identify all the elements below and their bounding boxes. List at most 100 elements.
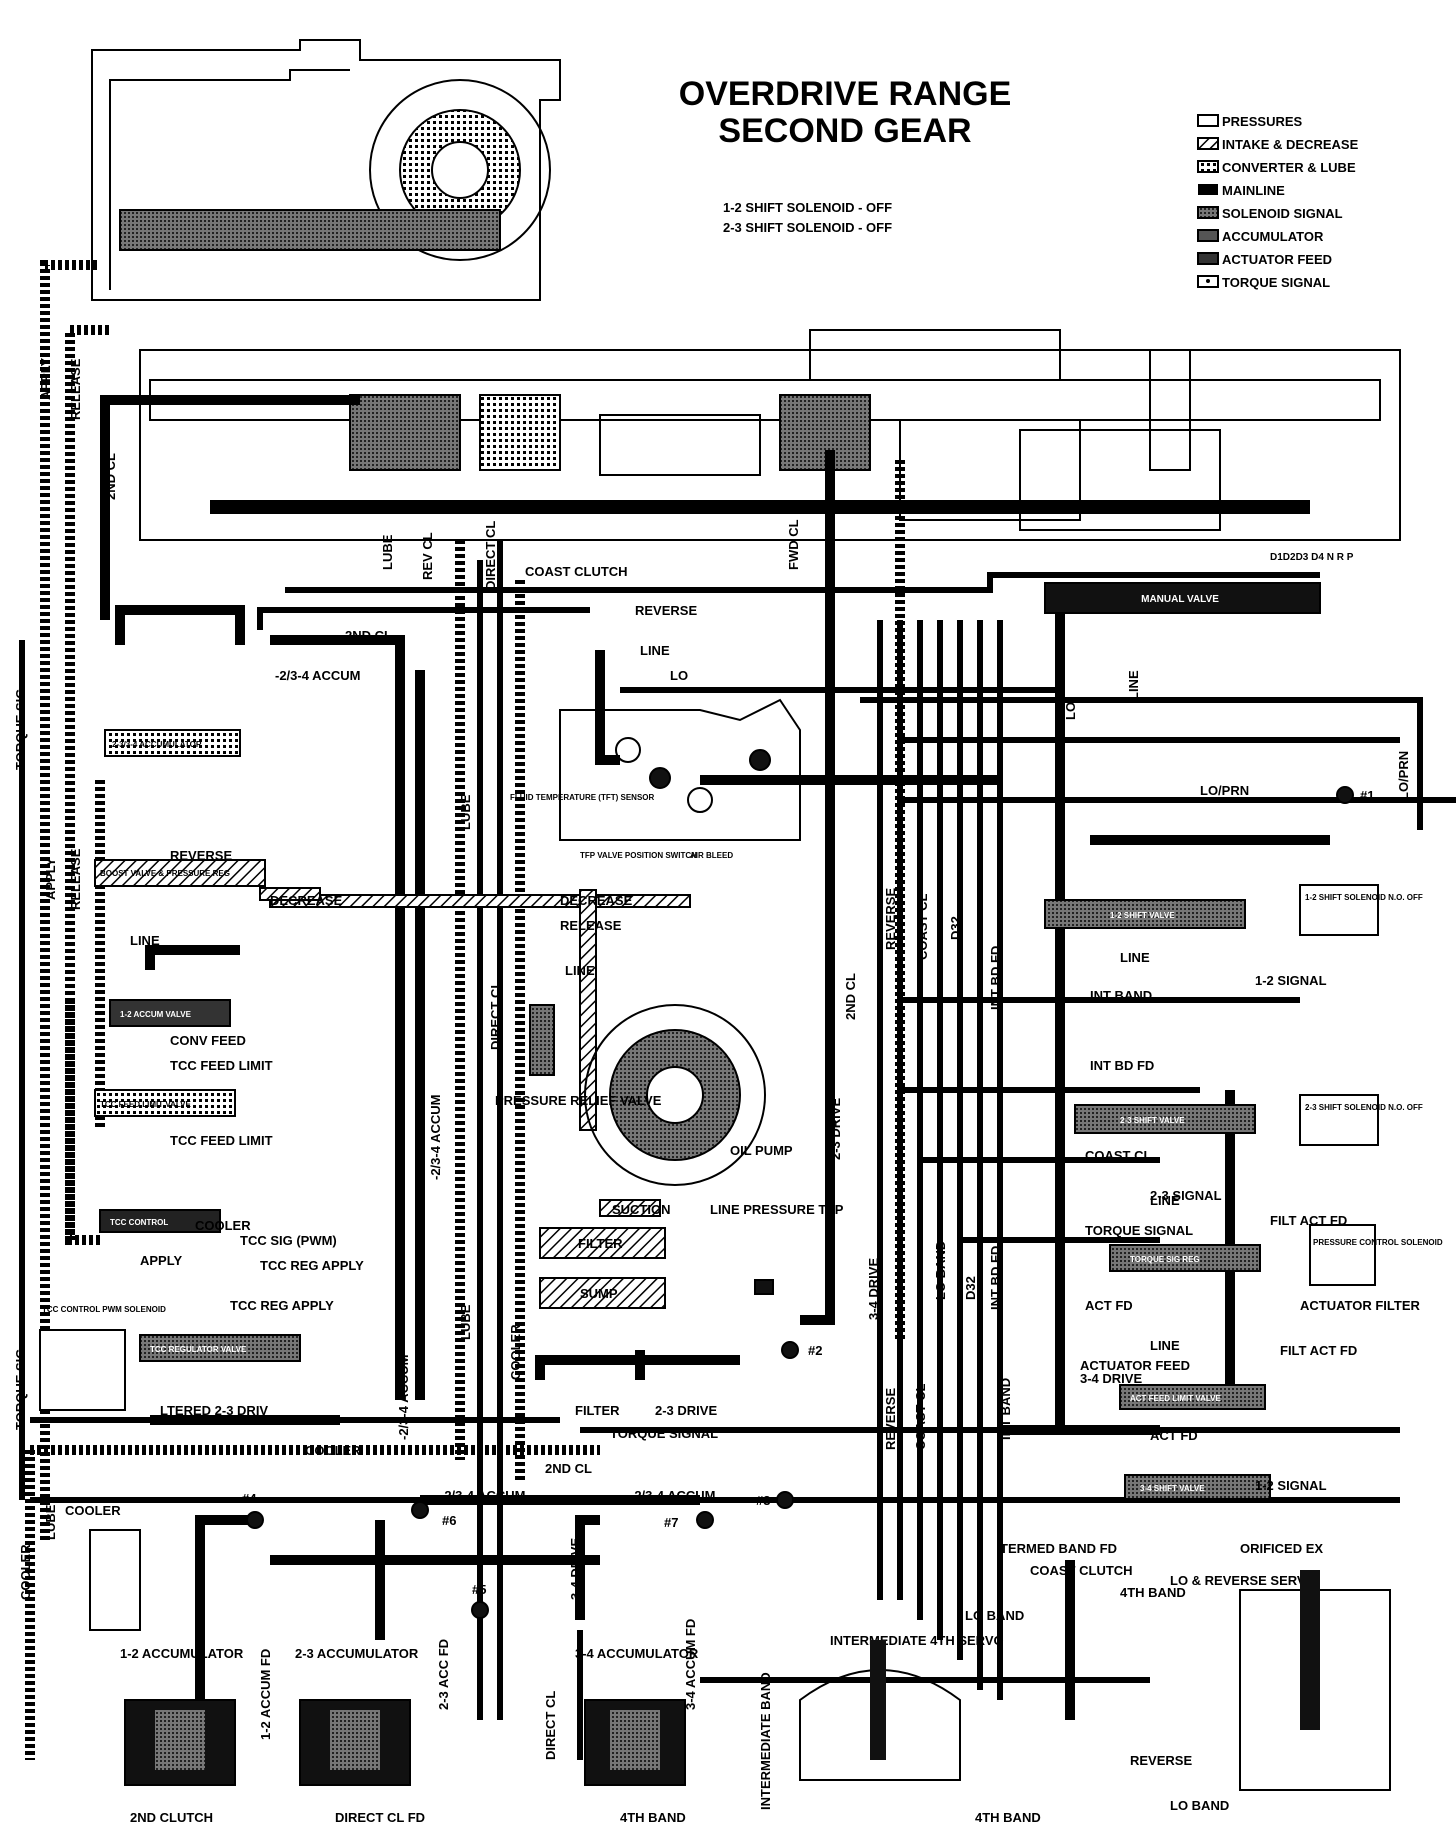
checkball-5: #5 bbox=[471, 1582, 489, 1619]
accumulator-234-valve: 2-3/3-4 ACCUMULATOR bbox=[104, 729, 241, 757]
svg-text:-2/3-4 ACCUM: -2/3-4 ACCUM bbox=[630, 1488, 715, 1503]
svg-text:TORQUE SIG REG: TORQUE SIG REG bbox=[1130, 1255, 1200, 1264]
svg-text:LO: LO bbox=[1063, 702, 1078, 720]
accum-valve-12: 1-2 ACCUM VALVE bbox=[109, 999, 231, 1027]
svg-text:D32: D32 bbox=[948, 916, 963, 940]
svg-text:2ND CL: 2ND CL bbox=[103, 453, 118, 500]
tcc-feed-limit-valve: TCC FEED LIMIT VALVE bbox=[94, 1089, 236, 1117]
svg-text:1-2 SHIFT SOLENOID N.O. OFF: 1-2 SHIFT SOLENOID N.O. OFF bbox=[1305, 893, 1423, 902]
checkball-3: #3 bbox=[756, 1491, 794, 1509]
lo-reverse-servo: LO & REVERSE SERVO bbox=[1170, 1570, 1391, 1791]
svg-text:COOLER: COOLER bbox=[18, 1544, 33, 1600]
svg-text:ACTUATOR FEED: ACTUATOR FEED bbox=[1080, 1358, 1190, 1373]
svg-text:LINE: LINE bbox=[1150, 1193, 1180, 1208]
svg-text:COAST CL: COAST CL bbox=[1085, 1148, 1152, 1163]
svg-text:DIRECT CL: DIRECT CL bbox=[488, 981, 503, 1050]
svg-text:AIR BLEED: AIR BLEED bbox=[690, 851, 733, 860]
svg-text:4TH BAND: 4TH BAND bbox=[620, 1810, 686, 1825]
svg-text:CONV FEED: CONV FEED bbox=[170, 1033, 246, 1048]
svg-text:PRESSURE RELIEF VALVE: PRESSURE RELIEF VALVE bbox=[495, 1093, 662, 1108]
legend-swatch-intake bbox=[1197, 137, 1219, 150]
svg-text:2-3 SIGNAL: 2-3 SIGNAL bbox=[1150, 1188, 1222, 1203]
svg-text:TCC CONTROL PWM SOLENOID: TCC CONTROL PWM SOLENOID bbox=[42, 1305, 166, 1314]
svg-text:FILTER: FILTER bbox=[578, 1236, 623, 1251]
svg-text:DIRECT CL: DIRECT CL bbox=[483, 521, 498, 590]
valve-body: 2-3/3-4 ACCUMULATOR BOOST VALVE & PRESSU… bbox=[39, 729, 1443, 1500]
svg-text:FILT ACT FD: FILT ACT FD bbox=[1280, 1343, 1357, 1358]
svg-text:TORQUE SIGNAL: TORQUE SIGNAL bbox=[610, 1426, 718, 1441]
svg-text:2-3 ACCUMULATOR: 2-3 ACCUMULATOR bbox=[295, 1646, 419, 1661]
svg-text:ACT FD: ACT FD bbox=[1150, 1428, 1198, 1443]
accumulator-12: 1-2 ACCUMULATOR bbox=[120, 1646, 244, 1786]
svg-text:LINE: LINE bbox=[1150, 1338, 1180, 1353]
svg-text:-2/3-4 ACCUM: -2/3-4 ACCUM bbox=[275, 668, 360, 683]
svg-text:LINE: LINE bbox=[565, 963, 595, 978]
tcc-control-valve: TCC CONTROL bbox=[99, 1209, 221, 1233]
svg-text:3-4 ACCUM FD: 3-4 ACCUM FD bbox=[683, 1619, 698, 1710]
svg-text:INT BAND: INT BAND bbox=[998, 1378, 1013, 1440]
svg-text:#4: #4 bbox=[242, 1491, 257, 1506]
intermediate-servo: INTERMEDIATE 4TH SERVO bbox=[799, 1633, 1004, 1781]
svg-text:LO BAND: LO BAND bbox=[965, 1608, 1024, 1623]
boost-valve: BOOST VALVE & PRESSURE REG bbox=[94, 859, 266, 887]
center-components: FLUID TEMPERATURE (TFT) SENSOR TFP VALVE… bbox=[495, 698, 844, 1309]
svg-text:APPLY: APPLY bbox=[43, 858, 58, 900]
svg-text:DECREASE: DECREASE bbox=[270, 893, 343, 908]
svg-text:TCC SIG (PWM): TCC SIG (PWM) bbox=[240, 1233, 337, 1248]
checkball-7: #7 bbox=[664, 1511, 714, 1530]
svg-text:RELEASE: RELEASE bbox=[68, 848, 83, 910]
svg-text:LO BAND: LO BAND bbox=[933, 1241, 948, 1300]
diagram-title: OVERDRIVE RANGE SECOND GEAR bbox=[679, 75, 1012, 150]
svg-text:1-2 ACCUM FD: 1-2 ACCUM FD bbox=[258, 1649, 273, 1740]
manual-valve[interactable]: MANUAL VALVE D1D2D3 D4 N R P bbox=[1044, 552, 1354, 614]
svg-text:LO/PRN: LO/PRN bbox=[1200, 783, 1249, 798]
svg-text:1-2 ACCUM VALVE: 1-2 ACCUM VALVE bbox=[120, 1010, 192, 1019]
svg-text:DIRECT CL: DIRECT CL bbox=[543, 1691, 558, 1760]
lube-lines bbox=[25, 460, 905, 1760]
svg-text:REVERSE: REVERSE bbox=[883, 1388, 898, 1450]
svg-text:D32: D32 bbox=[963, 1276, 978, 1300]
svg-text:INT BD FD: INT BD FD bbox=[1090, 1058, 1154, 1073]
svg-text:ORIFICED EX: ORIFICED EX bbox=[1240, 1541, 1323, 1556]
svg-text:LINE: LINE bbox=[1126, 670, 1141, 700]
svg-text:INT BD FD: INT BD FD bbox=[988, 1246, 1003, 1310]
svg-text:SUMP: SUMP bbox=[580, 1286, 618, 1301]
manual-valve-positions: D1D2D3 D4 N R P bbox=[1270, 552, 1354, 563]
pressure-control-solenoid: PRESSURE CONTROL SOLENOID bbox=[1309, 1224, 1443, 1286]
legend-label-torque-signal: TORQUE SIGNAL bbox=[1222, 275, 1330, 290]
svg-text:LO: LO bbox=[670, 668, 688, 683]
svg-text:LTERED 2-3 DRIV: LTERED 2-3 DRIV bbox=[160, 1403, 268, 1418]
svg-text:REVERSE: REVERSE bbox=[1130, 1753, 1192, 1768]
accumulator-34: 3-4 ACCUMULATOR bbox=[575, 1646, 699, 1786]
legend-label-converter: CONVERTER & LUBE bbox=[1222, 160, 1356, 175]
svg-text:ACT FEED LIMIT VALVE: ACT FEED LIMIT VALVE bbox=[1130, 1394, 1221, 1403]
svg-text:FWD CL: FWD CL bbox=[786, 519, 801, 570]
svg-text:3-4 DRIVE: 3-4 DRIVE bbox=[1080, 1371, 1142, 1386]
legend-label-solenoid-signal: SOLENOID SIGNAL bbox=[1222, 206, 1343, 221]
svg-text:COOLER: COOLER bbox=[508, 1324, 523, 1380]
svg-text:APPLY: APPLY bbox=[38, 358, 53, 400]
svg-text:COOLER: COOLER bbox=[305, 1443, 361, 1458]
legend-label-accumulator: ACCUMULATOR bbox=[1222, 229, 1324, 244]
svg-text:DECREASE: DECREASE bbox=[560, 893, 633, 908]
legend-label-pressures: PRESSURES bbox=[1222, 114, 1303, 129]
passage-labels: COAST CLUTCH REVERSE 2ND CL LINE LO -2/3… bbox=[130, 564, 1420, 1825]
svg-text:2-3 SHIFT SOLENOID N.O. OFF: 2-3 SHIFT SOLENOID N.O. OFF bbox=[1305, 1103, 1423, 1112]
legend-label-intake: INTAKE & DECREASE bbox=[1222, 137, 1359, 152]
svg-text:REVERSE: REVERSE bbox=[170, 848, 232, 863]
shift-solenoid-12: 1-2 SHIFT SOLENOID N.O. OFF bbox=[1299, 884, 1423, 936]
svg-text:1-2 SIGNAL: 1-2 SIGNAL bbox=[1255, 1478, 1327, 1493]
oil-pump: OIL PUMP bbox=[584, 1004, 793, 1186]
shift-valve-34: 3-4 SHIFT VALVE bbox=[1124, 1474, 1271, 1500]
svg-text:TCC FEED LIMIT VALVE: TCC FEED LIMIT VALVE bbox=[100, 1100, 191, 1109]
svg-text:#7: #7 bbox=[664, 1515, 678, 1530]
svg-text:2-3 SHIFT SOLENOID - OFF: 2-3 SHIFT SOLENOID - OFF bbox=[723, 220, 892, 235]
svg-text:1-2 ACCUMULATOR: 1-2 ACCUMULATOR bbox=[120, 1646, 244, 1661]
tcc-pwm-solenoid: TCC CONTROL PWM SOLENOID bbox=[39, 1305, 166, 1411]
svg-text:3-4 SHIFT VALVE: 3-4 SHIFT VALVE bbox=[1140, 1484, 1205, 1493]
svg-text:ACT FD: ACT FD bbox=[1085, 1298, 1133, 1313]
svg-text:LUBE: LUBE bbox=[43, 1504, 58, 1540]
svg-text:MANUAL VALVE: MANUAL VALVE bbox=[1141, 594, 1219, 605]
svg-text:INT BAND: INT BAND bbox=[1090, 988, 1152, 1003]
